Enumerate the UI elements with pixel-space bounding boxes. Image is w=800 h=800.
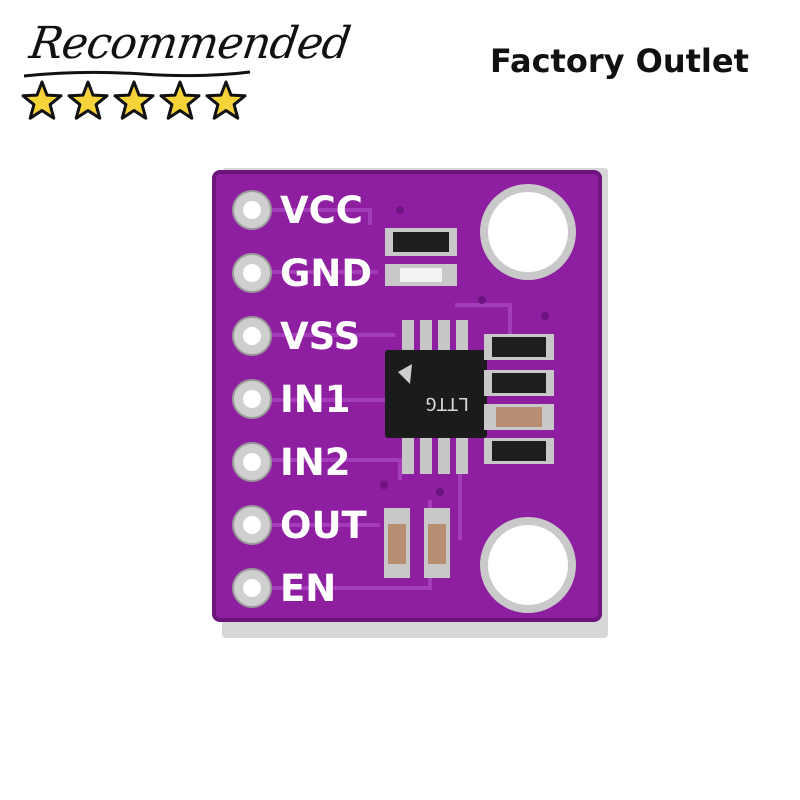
pin-label-vcc: VCC — [280, 189, 363, 232]
star-icon — [113, 80, 155, 120]
pin-label-out: OUT — [280, 504, 367, 547]
rating-stars — [21, 80, 247, 120]
resistor-103: 103 — [484, 438, 554, 464]
svg-text:103: 103 — [505, 447, 523, 458]
svg-text:104: 104 — [505, 379, 523, 390]
resistor-102-code: 102 — [410, 239, 428, 250]
resistor-102: 102 — [385, 228, 457, 256]
star-icon — [205, 80, 247, 120]
capacitor-bottom-right — [424, 508, 450, 578]
pin-label-gnd: GND — [280, 252, 372, 295]
factory-outlet-label: Factory Outlet — [490, 42, 749, 80]
led — [385, 264, 457, 286]
pin-label-in1: IN1 — [280, 378, 350, 421]
resistor-104-b: 104 — [484, 370, 554, 396]
recommended-badge: Recommended — [0, 0, 353, 130]
capacitor-bottom-left — [384, 508, 410, 578]
star-icon — [67, 80, 109, 120]
capacitor-right — [484, 404, 554, 430]
mounting-hole-bottom — [480, 517, 576, 613]
pin-label-en: EN — [280, 567, 336, 610]
resistor-104-a: 104 — [484, 334, 554, 360]
underline-swash — [23, 70, 251, 78]
chip-marking: LTTG — [426, 393, 469, 414]
pin-label-vss: VSS — [280, 315, 360, 358]
mounting-hole-top — [480, 184, 576, 280]
svg-text:104: 104 — [505, 343, 523, 354]
star-icon — [21, 80, 63, 120]
pin-label-in2: IN2 — [280, 441, 350, 484]
ic-chip: LTTG — [385, 320, 487, 474]
star-icon — [159, 80, 201, 120]
